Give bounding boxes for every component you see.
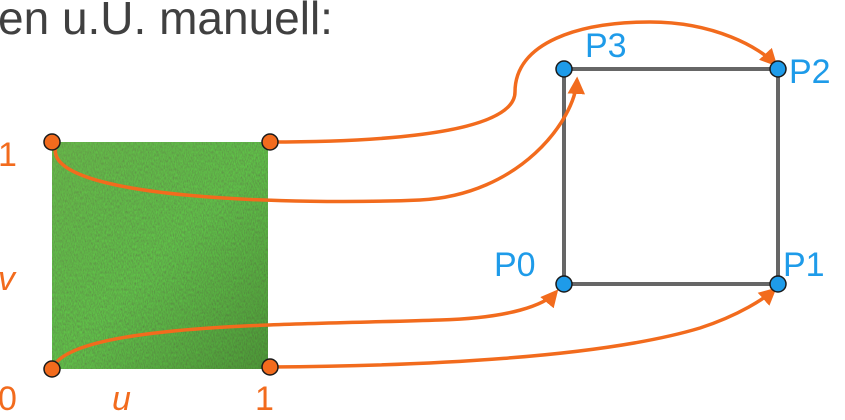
vertex-p0 (555, 275, 573, 293)
arrow-top-right-to-p2 (269, 20, 778, 144)
v-axis-label: v (0, 260, 17, 298)
arrow-bottom-right-to-p1 (269, 287, 777, 369)
quad-edges (562, 67, 780, 286)
quad-vertices (555, 60, 787, 293)
mapping-arrows (50, 20, 778, 370)
corner-point-bottom-left (43, 360, 61, 378)
vertex-label-p1: P1 (783, 246, 825, 284)
texture-corners (43, 133, 279, 378)
u-axis-label: u (112, 380, 131, 415)
vertex-label-p3: P3 (585, 27, 627, 65)
arrow-bottom-left-to-p0 (50, 289, 559, 370)
vertex-p3 (555, 60, 573, 78)
u-max-label: 1 (255, 380, 274, 415)
vertex-label-p0: P0 (494, 246, 536, 284)
v-max-label: 1 (0, 136, 17, 174)
u-min-label: 0 (0, 380, 17, 415)
arrow-top-left-to-p3 (53, 76, 586, 204)
corner-point-top-left (43, 133, 61, 151)
vertex-p2 (769, 60, 787, 78)
corner-point-top-right (261, 133, 279, 151)
heading-fragment: en u.U. manuell: (0, 0, 333, 44)
vertex-p1 (769, 275, 787, 293)
corner-point-bottom-right (261, 358, 279, 376)
grass-texture (52, 142, 268, 369)
vertex-label-p2: P2 (789, 53, 831, 91)
